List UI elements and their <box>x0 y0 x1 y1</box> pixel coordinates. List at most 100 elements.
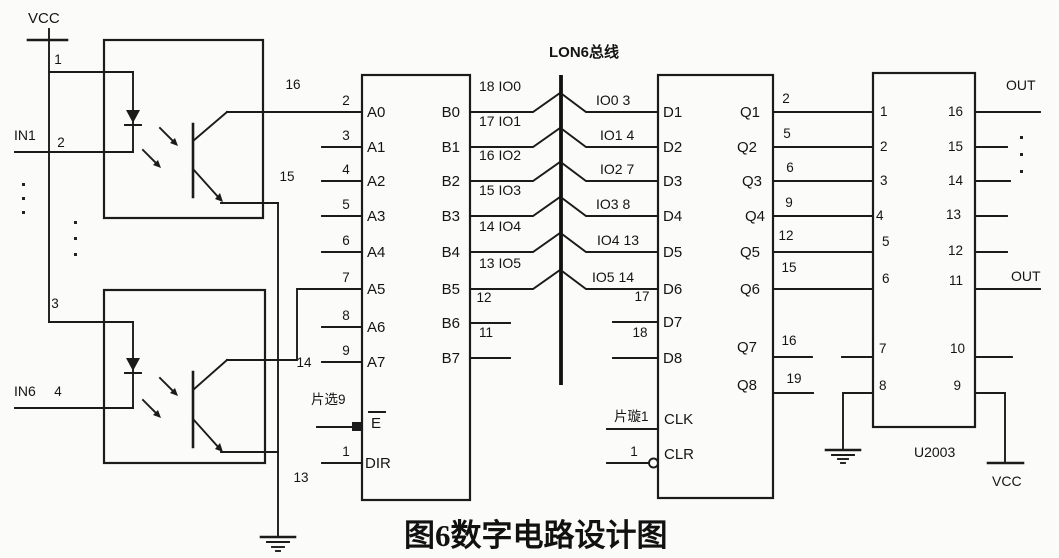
d3-bus-label: IO2 7 <box>600 161 634 177</box>
b6-label: B6 <box>442 315 460 332</box>
driver-pin5-number: 5 <box>882 234 890 249</box>
ellipsis-dot <box>1020 170 1023 173</box>
in1-label: IN1 <box>14 127 36 143</box>
out-top-label: OUT <box>1006 77 1036 93</box>
a2-label: A2 <box>367 173 385 190</box>
opto1-pin1-number: 1 <box>54 52 62 67</box>
ground-symbol <box>259 535 297 552</box>
clr-label: CLR <box>664 446 694 463</box>
d1-bus-wire <box>560 92 659 113</box>
driver-pin2-number: 2 <box>880 139 888 154</box>
b3-bus-wire <box>469 195 562 217</box>
d5-label: D5 <box>663 244 682 261</box>
buffer-chip-body <box>360 73 472 502</box>
driver-pin8-ground-wire <box>842 392 874 451</box>
opto2-pin4-number: 4 <box>54 384 62 399</box>
b1-label: B1 <box>442 139 460 156</box>
opto1-light-arrow-icon <box>158 126 174 142</box>
driver-pin8-number: 8 <box>879 378 887 393</box>
ellipsis-dot <box>74 237 77 240</box>
opto2-emitter-arrowhead <box>215 443 223 452</box>
d2-bus-wire <box>560 127 659 148</box>
a7-pin-number: 9 <box>342 343 350 358</box>
b2-bus-label: 16 IO2 <box>479 147 521 163</box>
driver-pin10-number: 10 <box>950 341 965 356</box>
ellipsis-dot <box>22 197 25 200</box>
a5-label: A5 <box>367 281 385 298</box>
driver-pin9-vcc-wire <box>974 392 1006 464</box>
b1-bus-wire <box>469 126 562 148</box>
opto1-pin16-number: 16 <box>285 77 300 92</box>
opto2-light-arrow-icon <box>158 376 174 392</box>
q1-pin-number: 2 <box>782 91 790 106</box>
d4-bus-wire <box>560 196 659 217</box>
a5-pin-number: 7 <box>342 270 350 285</box>
opto1-light-arrowhead <box>170 138 178 146</box>
opto2-pin14-number: 14 <box>296 355 312 370</box>
driver-pin4-number: 4 <box>876 208 884 223</box>
q5-pin-number: 12 <box>778 228 793 243</box>
d3-bus-wire <box>560 161 659 182</box>
ellipsis-dot <box>74 253 77 256</box>
a2-pin-number: 4 <box>342 162 350 177</box>
a4-label: A4 <box>367 244 385 261</box>
driver-pin11-number: 11 <box>949 273 963 288</box>
q4-label: Q4 <box>745 208 765 225</box>
opto2-collector-lead <box>191 358 229 392</box>
opto2-pin13-number: 13 <box>293 470 308 485</box>
b3-label: B3 <box>442 208 460 225</box>
b4-bus-wire <box>469 231 562 253</box>
opto2-emitter-lead <box>191 417 222 451</box>
out-bottom-label: OUT <box>1011 268 1041 284</box>
opto2-collector-wire <box>226 288 363 361</box>
d6-bus-wire <box>560 269 659 290</box>
d1-bus-label: IO0 3 <box>596 92 630 108</box>
latch-chip-body <box>656 73 775 500</box>
optocoupler2-body <box>102 288 267 465</box>
d3-label: D3 <box>663 173 682 190</box>
opto2-light-arrowhead <box>153 410 161 418</box>
d6-label: D6 <box>663 281 682 298</box>
opto1-collector-lead <box>191 110 229 143</box>
b3-bus-label: 15 IO3 <box>479 182 521 198</box>
d7-pin-number: 17 <box>634 289 649 304</box>
ellipsis-dot <box>74 221 77 224</box>
enable-label: E <box>371 415 381 432</box>
d8-pin-number: 18 <box>632 325 647 340</box>
q8-pin-number: 19 <box>786 371 801 386</box>
clk-select-label: 片璇1 <box>614 409 649 424</box>
d1-label: D1 <box>663 104 682 121</box>
a6-label: A6 <box>367 319 385 336</box>
dir-label: DIR <box>365 455 391 472</box>
driver-pin3-number: 3 <box>880 173 888 188</box>
driver-pin16-number: 16 <box>948 104 963 119</box>
q2-pin-number: 5 <box>783 126 791 141</box>
d2-bus-label: IO1 4 <box>600 127 634 143</box>
d6-bus-label: IO5 14 <box>592 269 634 285</box>
driver-pin9-number: 9 <box>953 378 961 393</box>
vcc-bottom-label: VCC <box>992 473 1022 489</box>
b1-bus-label: 17 IO1 <box>479 113 521 129</box>
clr-pin-number: 1 <box>630 444 638 459</box>
opto2-light-arrow-icon <box>141 398 157 414</box>
a4-pin-number: 6 <box>342 233 350 248</box>
q8-label: Q8 <box>737 377 757 394</box>
a3-pin-number: 5 <box>342 197 350 212</box>
q2-label: Q2 <box>737 139 757 156</box>
driver-chip-name: U2003 <box>914 444 955 460</box>
driver-pin1-number: 1 <box>880 104 888 119</box>
b5-label: B5 <box>442 281 460 298</box>
opto1-emitter-lead <box>191 167 222 201</box>
d2-label: D2 <box>663 139 682 156</box>
driver-chip-body <box>871 71 977 429</box>
a6-pin-number: 8 <box>342 308 350 323</box>
dir-pin-number: 1 <box>342 444 350 459</box>
q5-label: Q5 <box>740 244 760 261</box>
b2-bus-wire <box>469 160 562 182</box>
d7-label: D7 <box>663 314 682 331</box>
opto1-pin2-number: 2 <box>57 135 65 150</box>
q7-label: Q7 <box>737 339 757 356</box>
q7-pin-number: 16 <box>781 333 796 348</box>
